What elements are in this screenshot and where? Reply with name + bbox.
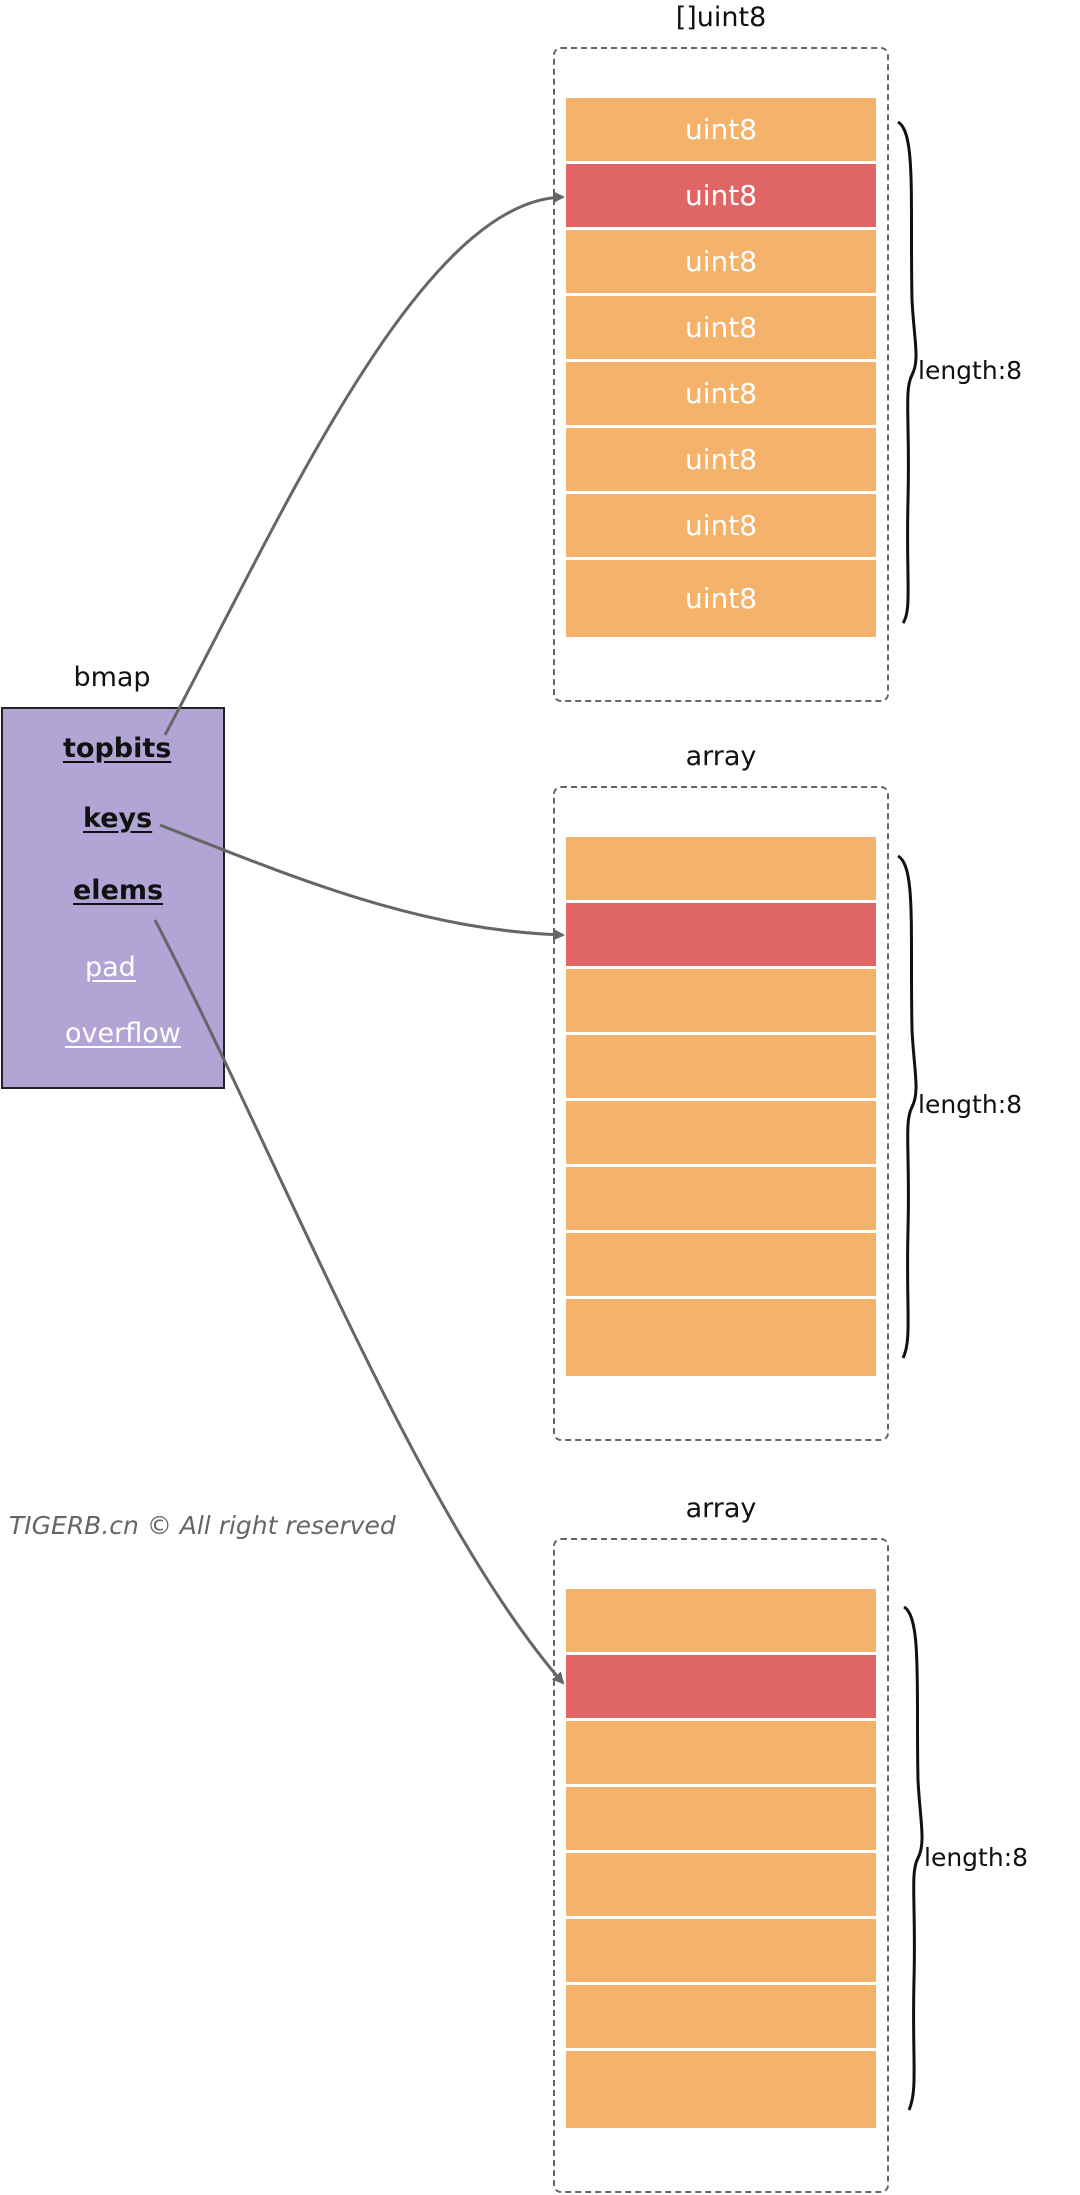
brace-2 bbox=[903, 1605, 924, 2111]
bmap-title: bmap bbox=[73, 662, 151, 693]
container-1-cells bbox=[566, 837, 876, 1376]
container-2 bbox=[553, 1538, 889, 2193]
container-1-cell-6 bbox=[566, 1233, 876, 1299]
container-2-cell-5 bbox=[566, 1919, 876, 1985]
field-keys: keys bbox=[83, 803, 153, 834]
container-2-length: length:8 bbox=[924, 1843, 1029, 1872]
container-0-cell-2: uint8 bbox=[566, 230, 876, 296]
container-0-title: []uint8 bbox=[675, 2, 767, 33]
container-0-length: length:8 bbox=[918, 356, 1023, 385]
container-2-cell-4 bbox=[566, 1853, 876, 1919]
container-0-cell-5: uint8 bbox=[566, 428, 876, 494]
container-1-cell-2 bbox=[566, 969, 876, 1035]
container-1-cell-1 bbox=[566, 903, 876, 969]
container-1-cell-4 bbox=[566, 1101, 876, 1167]
container-1-cell-5 bbox=[566, 1167, 876, 1233]
copyright-footer: TIGERB.cn © All right reserved bbox=[9, 1511, 396, 1540]
container-0-cell-3: uint8 bbox=[566, 296, 876, 362]
container-1-cell-0 bbox=[566, 837, 876, 903]
container-1-length: length:8 bbox=[918, 1090, 1023, 1119]
arrow-topbits bbox=[163, 191, 565, 736]
field-elems: elems bbox=[73, 875, 164, 906]
container-0-cell-7: uint8 bbox=[566, 560, 876, 637]
brace-1 bbox=[897, 854, 918, 1359]
container-2-cells bbox=[566, 1589, 876, 2128]
container-1-cell-7 bbox=[566, 1299, 876, 1376]
container-1-title: array bbox=[685, 741, 757, 772]
bmap-struct: topbits keys elems pad overflow bbox=[1, 707, 225, 1089]
brace-0 bbox=[897, 120, 918, 624]
container-2-cell-1 bbox=[566, 1655, 876, 1721]
container-0-cell-0: uint8 bbox=[566, 98, 876, 164]
container-0-cell-1: uint8 bbox=[566, 164, 876, 230]
container-2-cell-2 bbox=[566, 1721, 876, 1787]
container-0-cell-6: uint8 bbox=[566, 494, 876, 560]
container-1 bbox=[553, 786, 889, 1441]
container-2-cell-7 bbox=[566, 2051, 876, 2128]
container-2-title: array bbox=[685, 1493, 757, 1524]
container-0: uint8 uint8 uint8 uint8 uint8 uint8 uint… bbox=[553, 47, 889, 702]
field-pad: pad bbox=[85, 952, 136, 983]
container-1-cell-3 bbox=[566, 1035, 876, 1101]
arrow-keys bbox=[159, 823, 565, 941]
container-2-cell-6 bbox=[566, 1985, 876, 2051]
container-0-cell-4: uint8 bbox=[566, 362, 876, 428]
field-topbits: topbits bbox=[63, 733, 172, 764]
container-2-cell-0 bbox=[566, 1589, 876, 1655]
container-0-cells: uint8 uint8 uint8 uint8 uint8 uint8 uint… bbox=[566, 98, 876, 637]
arrow-elems bbox=[153, 919, 565, 1685]
container-2-cell-3 bbox=[566, 1787, 876, 1853]
field-overflow: overflow bbox=[65, 1018, 181, 1049]
